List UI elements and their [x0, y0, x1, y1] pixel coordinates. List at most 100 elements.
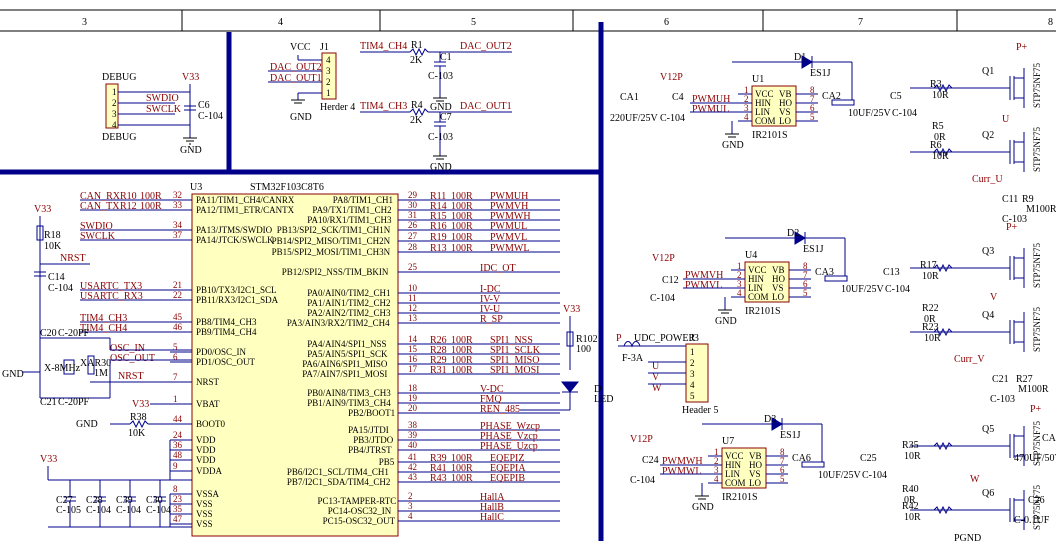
resistor-value: 100R [140, 201, 162, 212]
u3-pin-number: 16 [408, 354, 418, 364]
cap-value: C-104 [892, 108, 917, 119]
u3-pin-name: PC14-OSC32_IN [328, 506, 392, 516]
driver-pin-number: 3 [714, 465, 719, 475]
svg-text:Header 5: Header 5 [682, 405, 718, 416]
driver-part: IR2101S [745, 306, 781, 317]
svg-text:1M: 1M [94, 368, 108, 379]
u3-right-net: REN_485 [480, 404, 520, 415]
svg-text:R18: R18 [44, 230, 61, 241]
driver-input: PWMUH [692, 94, 730, 105]
svg-text:VCC: VCC [290, 42, 311, 53]
gate-resistor-ref: R17 [920, 260, 937, 271]
u3-pin-number: 44 [173, 414, 183, 424]
gnd-label: GND [692, 502, 714, 513]
cap-value: C-104 [862, 470, 887, 481]
svg-text:STM32F103C8T6: STM32F103C8T6 [250, 182, 324, 193]
electrolytic-cap [801, 461, 825, 468]
current-sense-v: Curr_V [954, 354, 985, 365]
mosfet-part: STP75NF75 [1032, 484, 1042, 530]
driver-pin-name: VS [749, 469, 761, 479]
svg-text:GND: GND [430, 162, 452, 173]
resistor [933, 263, 953, 273]
svg-text:2: 2 [112, 98, 117, 108]
svg-text:10K: 10K [44, 241, 62, 252]
u3-left-net: USARTC_TX3 [80, 281, 142, 292]
u3-pin-number: 35 [173, 504, 183, 514]
svg-text:DAC_OUT1: DAC_OUT1 [460, 101, 512, 112]
mosfet-part: STP75NF75 [1032, 62, 1042, 108]
u3-pin-number: 41 [408, 452, 417, 462]
ruler-col-3: 3 [82, 17, 87, 28]
u3-pin-name: PC13-TAMPER-RTC [318, 496, 397, 506]
svg-text:R102: R102 [576, 334, 598, 345]
resistor [933, 505, 953, 515]
gate-resistor-ref: R22 [922, 303, 939, 314]
ruler-col-4: 4 [278, 17, 283, 28]
u3-pin-name: VSS [196, 519, 213, 529]
u3-right-net: FMQ [480, 394, 502, 405]
u3-pin-number: 18 [408, 383, 418, 393]
svg-text:2: 2 [690, 358, 695, 368]
u3-right-net: IDC_OT [480, 263, 516, 274]
u3-pin-number: 23 [173, 494, 183, 504]
u3-pin-number: 30 [408, 200, 418, 210]
u3-pin-number: 8 [173, 484, 178, 494]
u3-right-net: I-DC [480, 284, 501, 295]
cap-ref: CA6 [792, 453, 811, 464]
u3-pin-number: 25 [408, 262, 418, 272]
driver-pin-number: 7 [780, 456, 785, 466]
svg-text:1: 1 [326, 88, 331, 98]
driver-ref: U1 [752, 74, 764, 85]
svg-text:C7: C7 [440, 112, 452, 123]
u3-pin-name: PA9/TX1/TIM1_CH2 [312, 205, 391, 215]
svg-text:GND: GND [2, 369, 24, 380]
gate-resistor-ref: R35 [902, 440, 919, 451]
u3-pin-name: PA1/AIN1/TIM2_CH2 [307, 298, 390, 308]
svg-text:3: 3 [326, 66, 331, 76]
u3-pin-number: 2 [408, 491, 413, 501]
u3-pin-number: 12 [408, 303, 417, 313]
svg-text:DAC_OUT1: DAC_OUT1 [270, 73, 322, 84]
gate-resistor-ref: R5 [932, 121, 944, 132]
capacitor-ref: C30 [146, 495, 163, 506]
resistor-value: 100R [451, 463, 473, 474]
u3-pin-name: PA10/RX1/TIM1_CH3 [307, 215, 392, 225]
u3-pin-number: 7 [173, 372, 178, 382]
resistor-value: 100R [451, 211, 473, 222]
driver-pin-name: VB [772, 265, 785, 275]
u3-pin-number: 10 [408, 283, 418, 293]
svg-text:2: 2 [326, 77, 331, 87]
resistor-ref: R14 [430, 201, 447, 212]
u3-pin-number: 36 [173, 440, 183, 450]
gnd-label: GND [722, 140, 744, 151]
u3-right-net: PWMUL [490, 221, 527, 232]
u3-pin-name: PA3/AIN3/RX2/TIM2_CH4 [287, 318, 390, 328]
resistor-value: 100R [451, 453, 473, 464]
ruler-col-7: 7 [858, 17, 863, 28]
diode-part: ES1J [810, 68, 831, 79]
u3-pin-number: 17 [408, 364, 418, 374]
u3-pin-name: PB11/RX3/I2C1_SDA [196, 295, 279, 305]
driver-pin-number: 7 [803, 270, 808, 280]
u3-pin-number: 48 [173, 450, 183, 460]
svg-text:CA1: CA1 [620, 92, 639, 103]
dac-filters: TIM4_CH4 R1 2K DAC_OUT2 C1 C-103 GND TIM… [360, 40, 512, 173]
driver-pin-name: COM [755, 116, 776, 126]
gate-resistor-value: 10R [932, 151, 949, 162]
gate-resistor-ref: R23 [922, 322, 939, 333]
cap-value: C-104 [885, 284, 910, 295]
resistor [933, 147, 953, 157]
u3-right-net: HallC [480, 512, 504, 523]
resistor-ref: R28 [430, 345, 447, 356]
resistor-ref: R26 [430, 335, 447, 346]
u3-pin-name: PA5/AIN5/SPI1_SCK [307, 349, 388, 359]
u3-right-net: PHASE_Vzcp [480, 431, 538, 442]
debug-title: DEBUG [102, 72, 136, 83]
svg-text:DAC_OUT2: DAC_OUT2 [270, 62, 322, 73]
u3-pin-name: PA15/JTDI [348, 425, 389, 435]
reset-circuit: V33 R18 10K NRST C14 C-104 [34, 204, 90, 338]
svg-text:C12: C12 [662, 275, 679, 286]
svg-text:R1: R1 [411, 40, 423, 51]
u3-pin-name: PB8/TIM4_CH3 [196, 317, 257, 327]
